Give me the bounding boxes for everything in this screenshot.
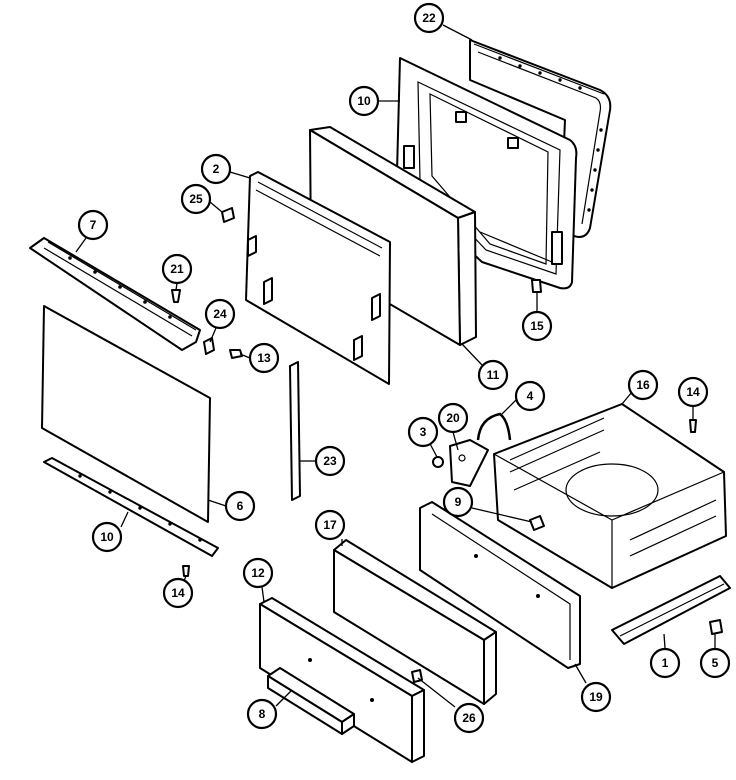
callout-label: 8 — [259, 707, 266, 721]
callout-label: 3 — [420, 425, 427, 439]
callout-label: 17 — [323, 518, 337, 532]
part-23-side-strip — [289, 361, 301, 501]
callout-label: 23 — [323, 454, 337, 468]
callout-4: 4 — [514, 380, 546, 412]
callout-label: 16 — [636, 378, 650, 392]
part-1-drawer-rail — [611, 575, 731, 645]
callout-24: 24 — [204, 298, 236, 330]
callout-2: 2 — [200, 153, 232, 185]
callout-label: 15 — [530, 319, 544, 333]
part-17-insulation-block — [333, 539, 497, 705]
callout-23: 23 — [314, 445, 346, 477]
part-6-outer-glass — [41, 305, 211, 523]
part-21-screw — [171, 289, 181, 303]
callout-13: 13 — [248, 342, 280, 374]
part-14-screw-lower — [182, 565, 190, 577]
callout-label: 1 — [662, 656, 669, 670]
part-3-nut — [432, 456, 444, 468]
part-5-clip — [709, 619, 723, 635]
callout-label: 4 — [527, 389, 534, 403]
part-7-handle-trim — [29, 237, 201, 351]
callout-label: 12 — [251, 566, 265, 580]
part-13-screw — [229, 349, 243, 359]
part-11-door-insulation — [309, 126, 477, 346]
callout-label: 10 — [100, 530, 114, 544]
part-12-drawer-outer-panel — [259, 597, 425, 763]
callout-7: 7 — [77, 209, 109, 241]
part-4-wire-bracket — [476, 412, 512, 441]
callout-label: 21 — [170, 262, 184, 276]
callout-8: 8 — [246, 698, 278, 730]
callout-label: 10 — [357, 94, 371, 108]
callout-label: 14 — [171, 586, 185, 600]
callout-label: 25 — [189, 192, 203, 206]
callout-label: 6 — [237, 499, 244, 513]
callout-label: 11 — [487, 368, 500, 382]
callout-21: 21 — [161, 253, 193, 285]
callout-22: 22 — [413, 2, 445, 34]
callout-15: 15 — [521, 310, 553, 342]
callout-11: 11 — [477, 359, 509, 391]
part-10-bottom-trim — [43, 457, 219, 557]
callout-label: 14 — [686, 385, 700, 399]
part-2-inner-door-panel — [245, 171, 391, 385]
callout-14-lower: 14 — [162, 577, 194, 609]
part-10-inner-door-frame — [395, 57, 578, 290]
callout-6: 6 — [224, 490, 256, 522]
callout-12: 12 — [242, 557, 274, 589]
callout-label: 20 — [446, 411, 460, 425]
callout-16: 16 — [627, 369, 659, 401]
callout-9: 9 — [442, 486, 474, 518]
part-24-clip — [203, 337, 215, 355]
part-20-hinge-bracket — [449, 439, 489, 487]
part-25-clip — [221, 207, 235, 223]
callout-label: 2 — [213, 162, 220, 176]
callout-20: 20 — [437, 402, 469, 434]
part-15-clip — [531, 279, 542, 293]
callout-26: 26 — [453, 702, 485, 734]
callout-10-upper: 10 — [348, 85, 380, 117]
part-16-drawer-body — [493, 403, 727, 589]
callout-5: 5 — [699, 647, 731, 679]
callout-3: 3 — [407, 416, 439, 448]
callout-14-upper: 14 — [677, 376, 709, 408]
callout-10-lower: 10 — [91, 521, 123, 553]
callout-label: 9 — [455, 495, 462, 509]
callout-17: 17 — [314, 509, 346, 541]
part-8-drawer-handle — [267, 667, 355, 735]
callout-label: 13 — [257, 351, 271, 365]
callout-label: 5 — [712, 656, 719, 670]
part-14-screw-upper — [689, 419, 697, 433]
callout-label: 22 — [422, 11, 436, 25]
callout-label: 26 — [462, 711, 476, 725]
callout-1: 1 — [649, 647, 681, 679]
callout-label: 19 — [589, 690, 603, 704]
part-9-pin — [529, 515, 545, 531]
callout-25: 25 — [180, 183, 212, 215]
part-19-drawer-front-panel — [419, 501, 581, 669]
callout-label: 7 — [90, 218, 97, 232]
leader-lines — [75, 24, 716, 708]
callout-label: 24 — [213, 307, 227, 321]
callout-19: 19 — [580, 681, 612, 713]
